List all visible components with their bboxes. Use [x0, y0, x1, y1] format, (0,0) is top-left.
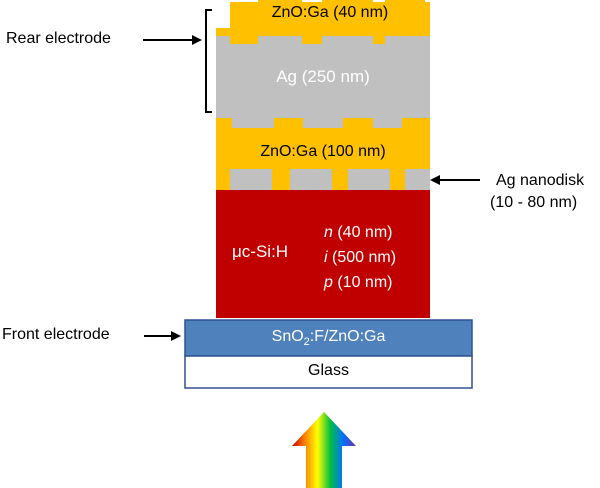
rear-electrode-arrow: [143, 35, 202, 45]
rear-electrode-label: Rear electrode: [6, 30, 111, 47]
ag-nanodisk-line2: (10 - 80 nm): [490, 194, 578, 211]
ag-nanodisk-line1: Ag nanodisk: [496, 172, 585, 189]
si-material-label: μc-Si:H: [232, 242, 289, 261]
front-electrode-label: Front electrode: [2, 326, 110, 343]
tco-text-b: :F/ZnO:Ga: [309, 328, 386, 345]
ag-nanodisk: [405, 169, 430, 190]
si-p-letter: p: [324, 274, 333, 291]
ag-nanodisk: [230, 169, 272, 190]
zno-top-label: ZnO:Ga (40 nm): [271, 4, 389, 21]
zno-top-layer: [230, 0, 430, 28]
zno-mid-label: ZnO:Ga (100 nm): [260, 143, 386, 160]
si-i-line: i (500 nm): [324, 245, 396, 270]
si-p-line: p (10 nm): [324, 270, 396, 295]
si-n-value: (40 nm): [332, 224, 393, 241]
rear-electrode-bracket: [205, 9, 212, 113]
ag-layer: [216, 36, 430, 128]
si-i-value: (500 nm): [327, 249, 397, 266]
si-n-line: n (40 nm): [324, 220, 396, 245]
si-p-value: (10 nm): [332, 274, 393, 291]
si-i-letter: i: [324, 249, 328, 266]
silicon-layer: [216, 190, 430, 318]
ag-label: Ag (250 nm): [276, 67, 370, 86]
front-electrode-arrow: [144, 331, 181, 341]
tco-label: SnO2:F/ZnO:Ga: [185, 328, 472, 348]
ag-nanodisk-label: Ag nanodisk (10 - 80 nm): [490, 170, 584, 214]
tco-text-a: SnO: [271, 328, 304, 345]
tco-subscript: 2: [303, 336, 310, 349]
glass-label: Glass: [308, 362, 349, 379]
ag-nanodisk: [348, 169, 390, 190]
si-sublayers: n (40 nm) i (500 nm) p (10 nm): [324, 220, 396, 295]
ag-nanodisk-arrow: [430, 175, 480, 185]
rainbow-light-arrow: [292, 412, 356, 488]
si-n-letter: n: [324, 224, 333, 241]
ag-nanodisk: [290, 169, 332, 190]
glass-substrate: [184, 355, 473, 389]
